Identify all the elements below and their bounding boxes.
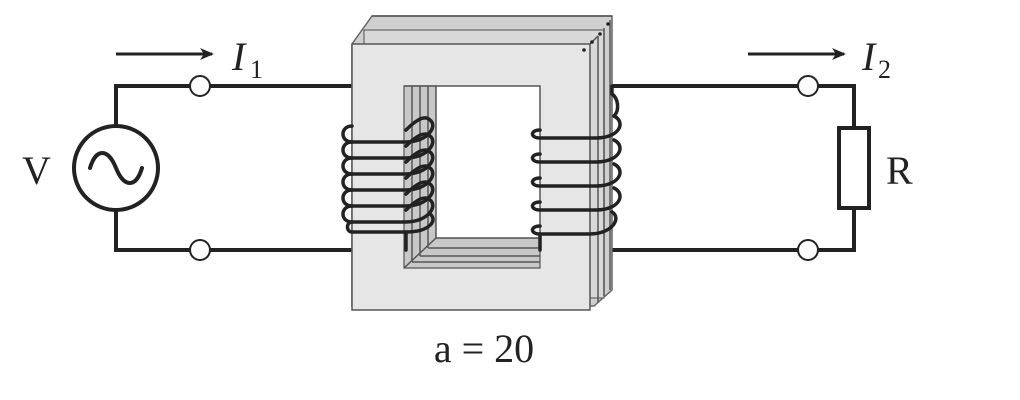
core-window [435, 85, 541, 239]
coil-lead [610, 84, 620, 118]
terminal-primary-bottom [189, 239, 211, 261]
source-label: V [22, 148, 51, 193]
primary-coil [341, 116, 435, 252]
coil-lead [345, 212, 435, 234]
turns-ratio-caption: a = 20 [434, 326, 534, 371]
current-secondary-symbol: I [861, 34, 877, 79]
resistor-label: R [886, 148, 913, 193]
secondary-circuit [538, 84, 856, 252]
coil-turn [530, 210, 618, 236]
resistor [837, 126, 871, 210]
secondary-coil [530, 84, 622, 252]
coil-turn [530, 186, 622, 212]
terminals [189, 75, 819, 261]
current-primary-subscript: 1 [250, 55, 263, 84]
secondary-bottom-wire [538, 206, 856, 252]
terminal-secondary-bottom [797, 239, 819, 261]
lamination-dot [598, 32, 602, 36]
secondary-top-wire [610, 84, 856, 130]
current-secondary-subscript: 2 [878, 55, 891, 84]
coil-turn [530, 114, 622, 140]
current-primary-symbol: I [231, 34, 247, 79]
sine-wave-icon [88, 151, 144, 185]
lamination-dot [590, 40, 594, 44]
coil-turn [530, 162, 622, 188]
terminal-primary-top [189, 75, 211, 97]
ac-source [72, 124, 160, 212]
lamination-dot [582, 48, 586, 52]
lamination-dot [606, 22, 610, 26]
coil-turn [530, 138, 622, 164]
coil-turn [341, 196, 435, 224]
terminal-secondary-top [797, 75, 819, 97]
